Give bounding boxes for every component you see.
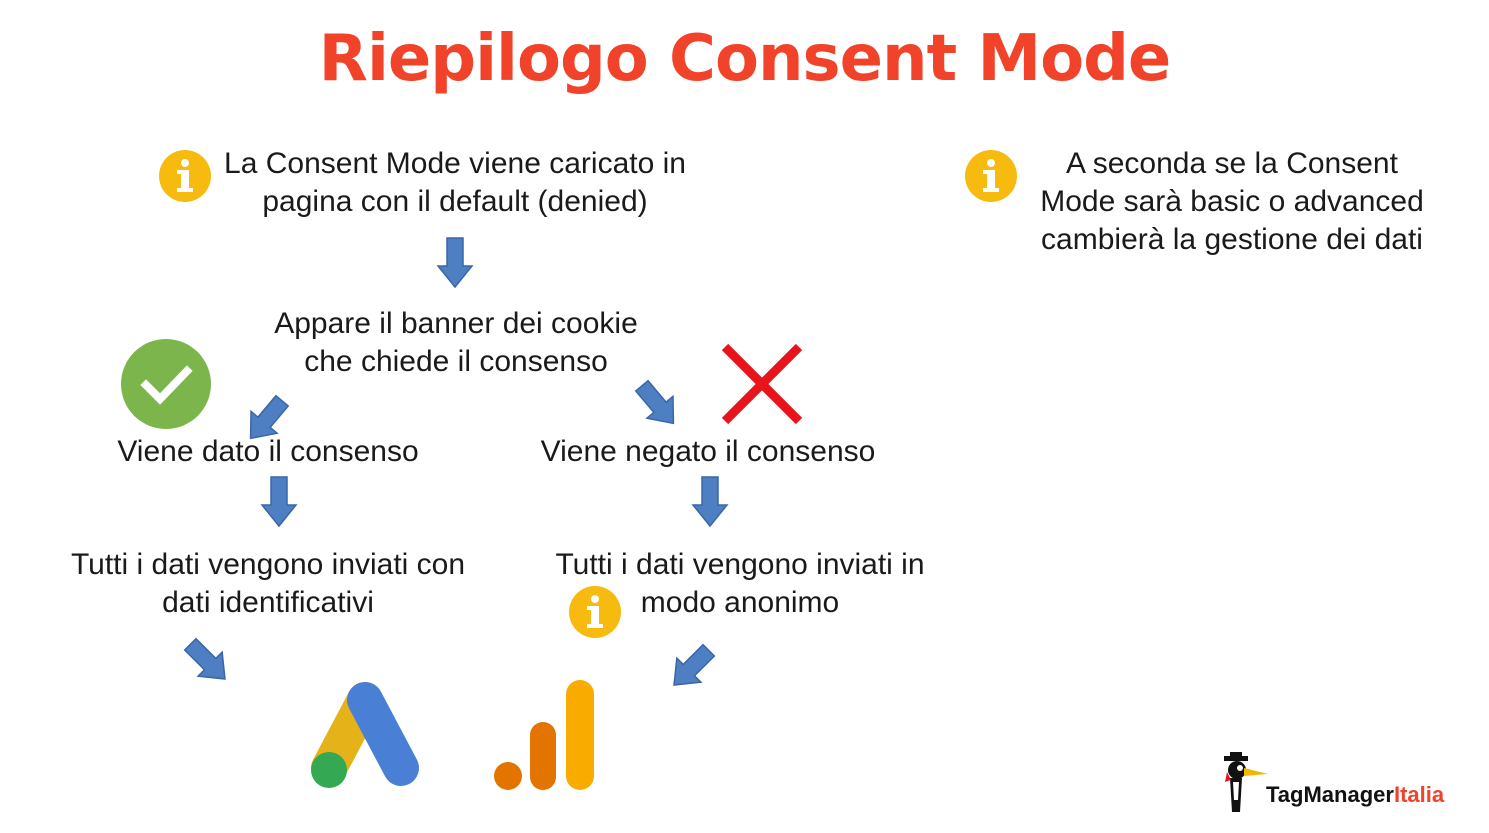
arrow-down-right-icon [183,637,226,687]
info-icon [159,150,211,202]
arrow-down-left-icon [248,394,290,445]
arrow-down-left-icon [673,643,716,693]
arrow-down-icon [436,237,474,289]
branch-denied-text: Viene negato il consenso [540,435,876,468]
step-banner-text: Appare il banner dei cookie che chiede i… [274,307,638,378]
google-analytics-logo [490,678,600,799]
branch-granted-text: Viene dato il consenso [117,435,419,468]
cross-icon [721,343,803,430]
arrow-down-right-icon [634,379,676,430]
brand-name-part2: Italia [1393,782,1445,807]
result-granted-text: Tutti i dati vengono inviati con dati id… [70,548,466,619]
arrow-down-icon [260,476,298,528]
google-ads-logo [305,676,435,801]
side-note-text: A seconda se la Consent Mode sarà basic … [1040,147,1424,256]
page-title: Riepilogo Consent Mode [318,22,1172,96]
woodpecker-icon [1224,752,1268,812]
info-icon [569,586,621,638]
result-denied-text: Tutti i dati vengono inviati in modo ano… [555,548,925,619]
brand-logo: TagManagerItalia [1216,752,1466,822]
brand-name-part1: TagManager [1266,782,1394,807]
check-icon [121,339,211,429]
arrow-down-icon [691,476,729,528]
info-icon [965,150,1017,202]
step-default-text: La Consent Mode viene caricato in pagina… [224,147,686,218]
